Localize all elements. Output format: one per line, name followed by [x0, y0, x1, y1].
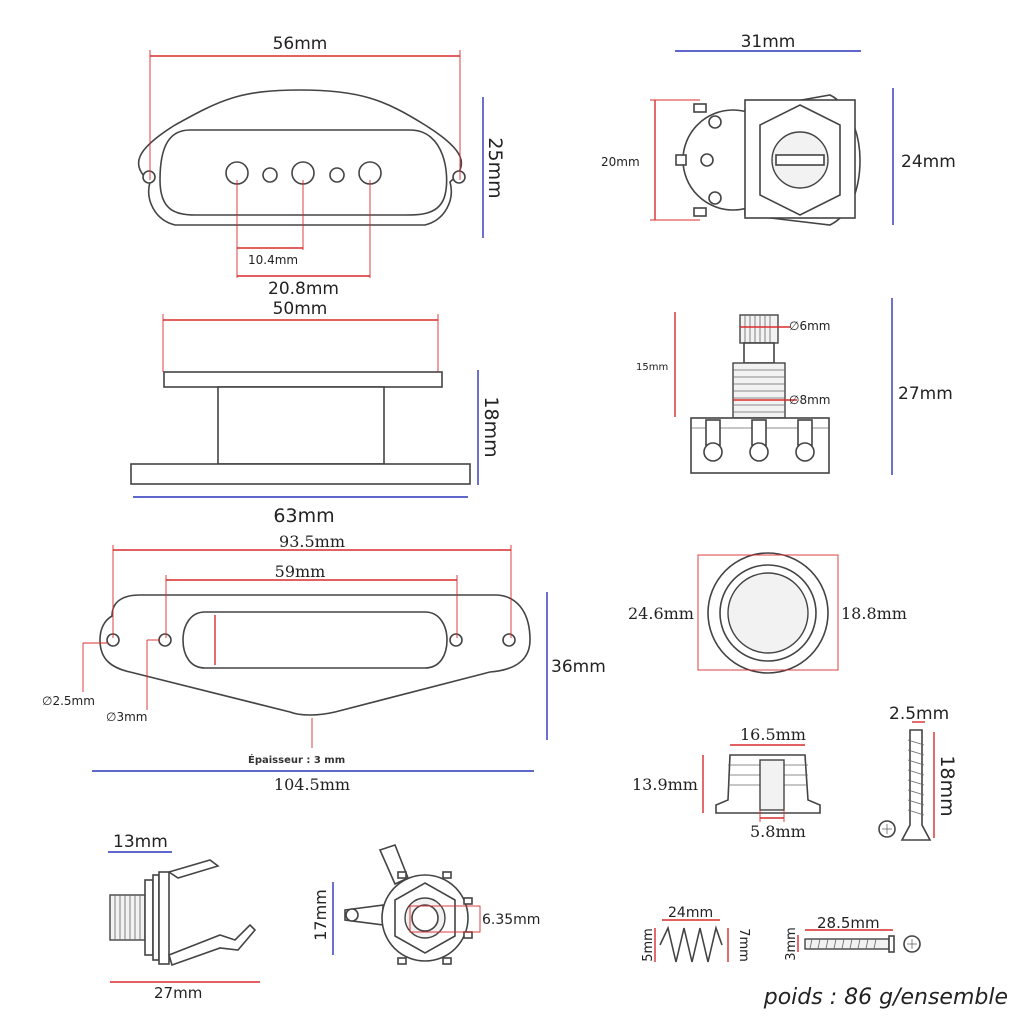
jack-thread-label: 13mm	[113, 832, 168, 852]
pickup-top-view	[137, 89, 466, 226]
plate-height-label: 36mm	[551, 657, 606, 677]
pot-height-dim: 24mm	[892, 88, 956, 225]
jack-length-label: 27mm	[154, 984, 202, 1002]
pickup-top-width-dim: 50mm	[162, 299, 439, 372]
pickup-side-height-dim: 18mm	[477, 370, 502, 485]
spring-len-label: 24mm	[668, 905, 713, 921]
plate-hole-large-label: ∅3mm	[106, 710, 147, 724]
pickup-side-view	[130, 371, 471, 485]
pickup-side-height-label: 18mm	[480, 396, 502, 457]
thread-len-label: 15mm	[636, 362, 668, 373]
knob-side-dims: 16.5mm 13.9mm 5.8mm	[632, 725, 806, 841]
knob-diameter-dims: 24.6mm 18.8mm	[628, 554, 907, 671]
knob-hole-label: 5.8mm	[750, 822, 806, 841]
plate-inner-span-label: 93.5mm	[279, 532, 345, 551]
plate-hole-small-label: ∅2.5mm	[42, 694, 95, 708]
jack-height-label: 17mm	[311, 889, 330, 941]
pickup-length-dim: 56mm	[149, 34, 461, 180]
jack-dia-label: 6.35mm	[482, 912, 540, 928]
screw-dia-label: 2.5mm	[889, 704, 949, 724]
weight-note: poids : 86 g/ensemble	[763, 985, 1008, 1010]
pickup-base-width-dim: 63mm	[133, 496, 468, 527]
pole-spacing-dims: 10.4mm 20.8mm	[236, 180, 371, 299]
plate-hole-dims: ∅2.5mm ∅3mm	[42, 639, 160, 724]
output-jack-side-view	[109, 859, 257, 967]
pickup-top-width-label: 50mm	[273, 299, 328, 319]
plate-slot-dim: 59mm	[165, 562, 458, 665]
output-jack-front-view	[344, 844, 473, 965]
screw2-len-label: 28.5mm	[817, 914, 880, 932]
pot-total-height-label: 27mm	[898, 384, 953, 404]
spring-d2-label: 7mm	[736, 928, 751, 962]
thread-dia-label: ∅8mm	[789, 393, 830, 407]
pot-height-label: 24mm	[901, 152, 956, 172]
mounting-plate	[99, 594, 531, 716]
pot-total-height-dim: 27mm	[891, 298, 953, 475]
screw2-dia-label: 3mm	[784, 927, 799, 961]
pole-spacing-large-label: 20.8mm	[268, 279, 339, 299]
spring-d1-label: 5mm	[641, 928, 656, 962]
jack-front-dims: 17mm 6.35mm	[311, 882, 540, 955]
potentiometer-top-view	[675, 94, 861, 226]
screw-vertical: 2.5mm 18mm	[878, 704, 958, 841]
pot-width-label: 31mm	[741, 32, 796, 52]
jack-dims: 13mm 27mm	[108, 832, 260, 1002]
plate-length-label: 104.5mm	[274, 775, 350, 794]
spring: 24mm 5mm 7mm	[641, 905, 751, 963]
potentiometer-side-view	[690, 314, 830, 474]
plate-thickness-label: Épaisseur : 3 mm	[248, 753, 345, 766]
pot-lug-height-label: 20mm	[601, 155, 640, 169]
pickup-length-label: 56mm	[273, 34, 328, 54]
plate-inner-span-dim: 93.5mm	[112, 532, 512, 638]
pickup-base-width-label: 63mm	[273, 505, 334, 527]
pole-spacing-small-label: 10.4mm	[248, 253, 298, 267]
shaft-dia-label: ∅6mm	[789, 319, 830, 333]
pot-width-dim: 31mm	[675, 32, 861, 52]
screw-horizontal: 28.5mm 3mm	[784, 914, 921, 961]
pot-shaft-dims: ∅6mm ∅8mm 15mm	[636, 312, 830, 417]
knob-outer-label: 24.6mm	[628, 604, 694, 623]
knob-top-label: 16.5mm	[740, 725, 806, 744]
pickup-height-dim: 25mm	[482, 97, 506, 238]
pickup-height-label: 25mm	[484, 137, 506, 198]
screw-len-label: 18mm	[936, 755, 958, 816]
plate-length-dim: 104.5mm	[92, 770, 534, 794]
knob-height-label: 13.9mm	[632, 775, 698, 794]
knob-inner-label: 18.8mm	[841, 604, 907, 623]
plate-slot-label: 59mm	[275, 562, 326, 581]
pot-lug-height-dim: 20mm	[601, 99, 700, 221]
plate-thickness-note: Épaisseur : 3 mm	[248, 718, 345, 766]
knob-side-view	[715, 754, 821, 814]
knob-top-view	[707, 552, 829, 674]
plate-height-dim: 36mm	[546, 592, 606, 740]
